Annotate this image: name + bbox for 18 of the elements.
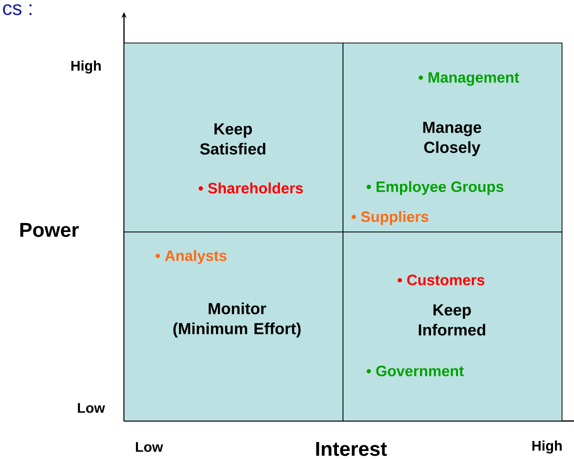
stakeholder-item: • Customers [398, 274, 484, 286]
stakeholder-item: • Government [366, 366, 464, 376]
stakeholder-item: • Management [418, 72, 520, 86]
axis-label: Low [136, 442, 164, 452]
axis-label: High [532, 440, 562, 454]
stakeholder-item: • Shareholders [198, 182, 303, 194]
axis-label: Low [78, 403, 106, 413]
axis-title: Interest [316, 442, 387, 456]
quadrant-heading: Monitor (Minimum Effort) [173, 302, 301, 338]
axis-title: Power [20, 223, 79, 237]
quadrant-heading: Keep Informed [418, 304, 486, 336]
stakeholder-item: • Analysts [156, 250, 226, 264]
title-fragment: cs : [3, 4, 32, 16]
quadrant-heading: Keep Satisfied [200, 123, 266, 155]
quadrant-heading: Manage Closely [423, 122, 482, 156]
stakeholder-item: • Employee Groups [366, 181, 504, 195]
stakeholder-item: • Suppliers [352, 211, 428, 225]
axis-label: High [71, 60, 101, 74]
